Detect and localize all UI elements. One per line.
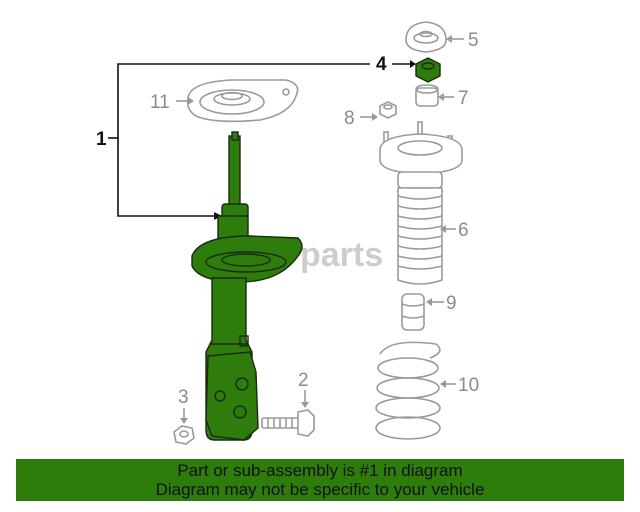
strut-assembly[interactable] xyxy=(191,131,303,441)
bearing-cap[interactable] xyxy=(405,21,447,53)
callout-10[interactable]: 10 xyxy=(458,375,479,396)
bump-stop[interactable] xyxy=(401,293,425,331)
callout-11[interactable]: 11 xyxy=(150,92,170,113)
info-banner: Part or sub-assembly is #1 in diagram Di… xyxy=(16,459,624,501)
watermark: parts xyxy=(300,236,383,274)
upper-mount-plate[interactable] xyxy=(186,79,299,123)
assembly-bracket xyxy=(117,63,370,217)
parts-diagram: parts 1 11 xyxy=(96,21,479,445)
top-nut[interactable] xyxy=(415,57,441,83)
callout-2[interactable]: 2 xyxy=(298,370,309,391)
callout-7[interactable]: 7 xyxy=(458,88,469,109)
coil-spring[interactable] xyxy=(375,341,441,440)
banner-line-2: Diagram may not be specific to your vehi… xyxy=(155,480,485,499)
callout-1[interactable]: 1 xyxy=(96,129,107,150)
callout-8[interactable]: 8 xyxy=(344,108,355,129)
callout-3[interactable]: 3 xyxy=(178,387,189,408)
bump-cap[interactable] xyxy=(415,84,439,107)
callout-5[interactable]: 5 xyxy=(468,30,479,51)
knuckle-bolt[interactable] xyxy=(261,409,315,437)
mount-and-dust-boot[interactable] xyxy=(379,121,463,285)
banner-line-1: Part or sub-assembly is #1 in diagram xyxy=(177,461,463,480)
callout-4[interactable]: 4 xyxy=(376,54,387,75)
callout-9[interactable]: 9 xyxy=(446,293,457,314)
knuckle-nut[interactable] xyxy=(173,425,195,445)
callout-6[interactable]: 6 xyxy=(458,220,469,241)
small-nut[interactable] xyxy=(379,101,397,119)
